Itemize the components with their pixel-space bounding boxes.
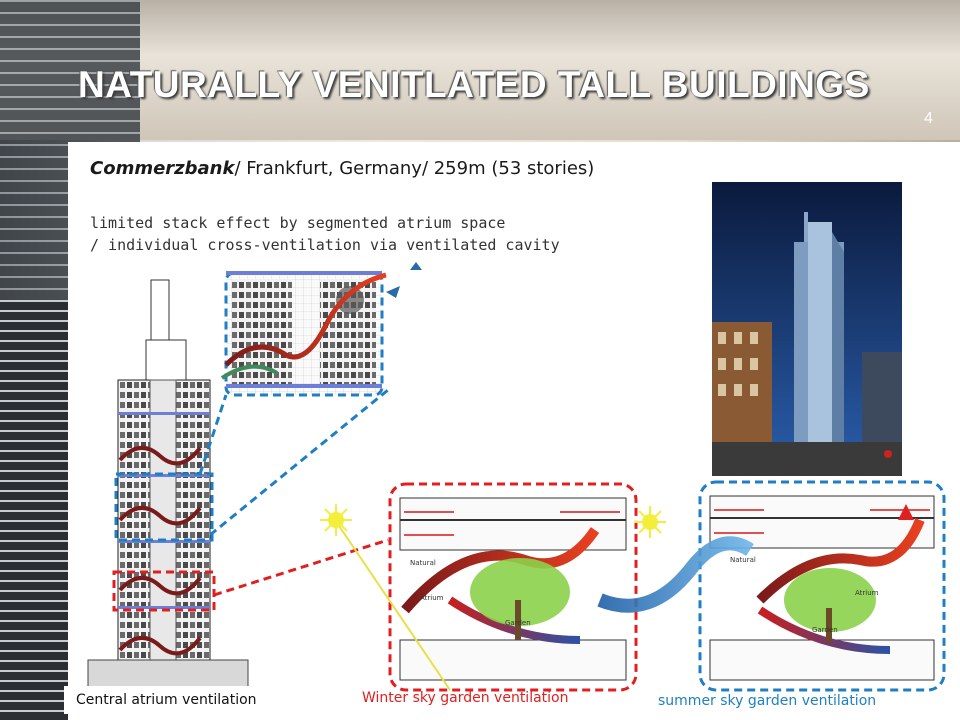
title-band <box>0 0 960 140</box>
atrium-detail-drawing <box>220 262 422 397</box>
description: limited stack effect by segmented atrium… <box>90 212 560 256</box>
building-subtitle: Commerzbank/ Frankfurt, Germany/ 259m (5… <box>90 158 594 179</box>
slide-number: 4 <box>924 110 933 127</box>
svg-text:Natural: Natural <box>730 556 756 564</box>
caption-winter-sky-garden: Winter sky garden ventilation <box>362 690 569 706</box>
description-line-2: / individual cross-ventilation via venti… <box>90 236 560 254</box>
building-name: Commerzbank <box>90 158 235 179</box>
svg-text:Garden: Garden <box>505 619 531 627</box>
wind-flow-ribbon <box>597 536 754 613</box>
slide-title: NATURALLY VENITLATED TALL BUILDINGS <box>78 64 870 105</box>
sun-icon-summer <box>634 506 666 538</box>
svg-text:Atrium: Atrium <box>855 589 879 597</box>
winter-sky-garden-diagram: Natural Atrium Garden <box>334 482 638 692</box>
building-details: / Frankfurt, Germany/ 259m (53 stories) <box>234 158 595 179</box>
commerzbank-photo <box>712 182 902 476</box>
summer-sky-garden-diagram: Natural Atrium Garden <box>698 480 946 692</box>
description-line-1: limited stack effect by segmented atrium… <box>90 214 506 232</box>
svg-text:Garden: Garden <box>812 626 838 634</box>
caption-central-atrium: Central atrium ventilation <box>64 686 320 714</box>
background-tower-image-lower <box>0 300 70 720</box>
svg-text:Natural: Natural <box>410 559 436 567</box>
tower-section-drawing <box>87 279 249 691</box>
svg-text:Atrium: Atrium <box>420 594 444 602</box>
sun-icon-winter <box>320 504 352 536</box>
caption-summer-sky-garden: summer sky garden ventilation <box>658 693 877 709</box>
